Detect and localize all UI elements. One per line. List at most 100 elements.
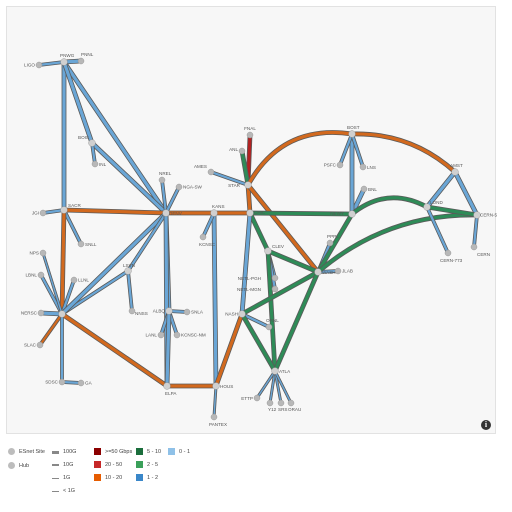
link-ATLA-WASH[interactable] [272,269,321,374]
link-NEWY-LOND[interactable] [349,195,430,217]
node-sacr[interactable]: SACR [60,203,82,214]
node-bnl[interactable]: BNL [360,185,377,193]
node-bost[interactable]: BOST [347,125,360,138]
node-nersc[interactable]: NERSC [21,309,45,317]
link-ATLA-ORAU[interactable] [273,369,293,405]
node-lns[interactable]: LNS [359,163,376,171]
link-NASH-ORNL[interactable] [240,312,271,329]
link-LOND-CERN-513[interactable] [424,204,480,218]
node-bois[interactable]: BOIS [78,135,96,147]
link-PNWG-LIGO[interactable] [37,60,66,67]
node-inl[interactable]: INL [91,160,107,168]
link-PNWG-BOIS[interactable] [61,59,95,146]
link-ATLA-ETTP[interactable] [255,369,277,400]
link-AMST-LOND[interactable] [424,169,458,210]
node-atla[interactable]: ATLA [271,367,291,375]
node-lanl[interactable]: LANL [146,331,165,339]
node-netl-pgh[interactable]: NETL-PGH [238,274,279,282]
node-y12[interactable]: Y12 [266,399,277,412]
link-NASH-ATLA[interactable] [239,311,278,374]
node-ligo[interactable]: LIGO [24,61,43,69]
link-LSVN-DENV[interactable] [126,211,168,273]
link-CERN-513-CERN[interactable] [472,213,479,249]
node-sunn[interactable] [58,310,66,318]
node-denv[interactable]: DENV [162,209,183,217]
link-HOUS-PANTEX[interactable] [212,384,218,419]
node-anl[interactable]: ANL [229,147,246,155]
node-psfc[interactable]: PSFC [324,161,344,169]
node-lond[interactable]: LOND [423,200,444,211]
node-orau[interactable]: ORAU [287,399,301,412]
node-pantex[interactable]: PANTEX [209,413,227,427]
link-BOST-PSFC[interactable] [338,132,354,167]
link-AMST-CERN-513[interactable] [452,169,480,218]
node-cern-773[interactable]: CERN-773 [440,249,463,263]
node-hous[interactable]: HOUS [212,382,234,390]
node-snla[interactable]: SNLA [183,308,204,316]
link-SACR-DENV[interactable] [61,207,169,216]
link-SUNN-NPS[interactable] [41,251,64,316]
node-lbnl[interactable]: LBNL [26,271,45,279]
link-WASH-CERN-513[interactable] [315,212,480,275]
node-kcnsc[interactable]: KCNSC [199,233,216,247]
node-llnl[interactable]: LLNL [70,276,89,284]
link-BOIS-DENV[interactable] [89,140,169,216]
link-CHIC-NEWY[interactable] [247,210,355,217]
link-SACR-SNLL[interactable] [62,208,83,246]
link-STAR-CHIC[interactable] [245,182,253,216]
node-wash[interactable]: WASH [314,268,336,276]
node-sdsc[interactable]: SDSC [45,378,66,386]
node-elpa[interactable]: ELPA [163,382,178,396]
info-icon[interactable]: i [481,420,491,430]
node-snll[interactable]: SNLL [77,240,97,248]
link-HOUS-NASH[interactable] [213,311,245,389]
link-DENV-NREL[interactable] [160,178,168,215]
node-albq[interactable]: ALBQ [153,307,173,315]
link-STAR-BOST[interactable] [245,130,355,188]
link-ALBQ-ELPA[interactable] [164,308,172,389]
node-ames[interactable]: AMES [194,164,215,176]
link-SUNN-ELPA[interactable] [59,311,170,389]
node-fnal[interactable]: FNAL [244,126,256,139]
node-ga[interactable]: GA [77,379,93,387]
node-srs[interactable]: SRS [277,399,287,412]
node-nnss[interactable]: NNSS [128,307,148,316]
link-SUNN-DENV[interactable] [59,210,169,317]
link-BOST-AMST[interactable] [349,131,458,175]
link-STAR-WASH[interactable] [245,182,321,275]
node-newy[interactable]: NEWY [330,210,356,218]
link-SACR-SUNN[interactable] [59,207,67,317]
link-CLEV-ATLA[interactable] [265,248,278,374]
node-kcnsc-nm[interactable]: KCNSC-NM [173,331,206,339]
node-nga-sw[interactable]: NGA-SW [175,183,203,191]
node-ettp[interactable]: ETTP [241,394,261,402]
link-ATLA-Y12[interactable] [268,369,277,405]
link-CLEV-WASH[interactable] [265,248,321,275]
node-amst[interactable]: AMST [450,163,463,176]
link-ANL-STAR[interactable] [239,148,251,188]
node-nash[interactable]: NASH [225,310,246,318]
link-WASH-NEWY[interactable] [315,211,355,275]
link-PNWG-DENV[interactable] [61,59,169,216]
link-LOND-CERN-773[interactable] [425,205,450,255]
link-CHIC-NASH[interactable] [239,210,253,317]
link-HOUS-KANS[interactable] [211,210,219,389]
link-SUNN-SLAC[interactable] [38,312,64,347]
node-netl-mgn[interactable]: NETL-MGN [237,285,279,293]
node-nps[interactable]: NPS [30,249,47,257]
node-chic[interactable]: CHIC [246,209,266,217]
link-SUNN-LLNL[interactable] [60,278,76,316]
node-pnnl[interactable]: PNNL [77,52,94,65]
node-ornl[interactable]: ORNL [265,318,279,331]
link-AMES-STAR[interactable] [209,170,250,187]
link-LSVN-NNSS[interactable] [126,269,134,313]
node-kans[interactable]: KANS [210,204,225,217]
node-clev[interactable]: CLEV [264,244,285,255]
link-SUNN-LSVN[interactable] [60,269,130,316]
node-star[interactable]: STAR [228,181,252,189]
link-CHIC-CLEV[interactable] [247,210,271,254]
node-jgi[interactable]: JGI [32,209,47,217]
node-pppl[interactable]: PPPL [326,234,339,247]
